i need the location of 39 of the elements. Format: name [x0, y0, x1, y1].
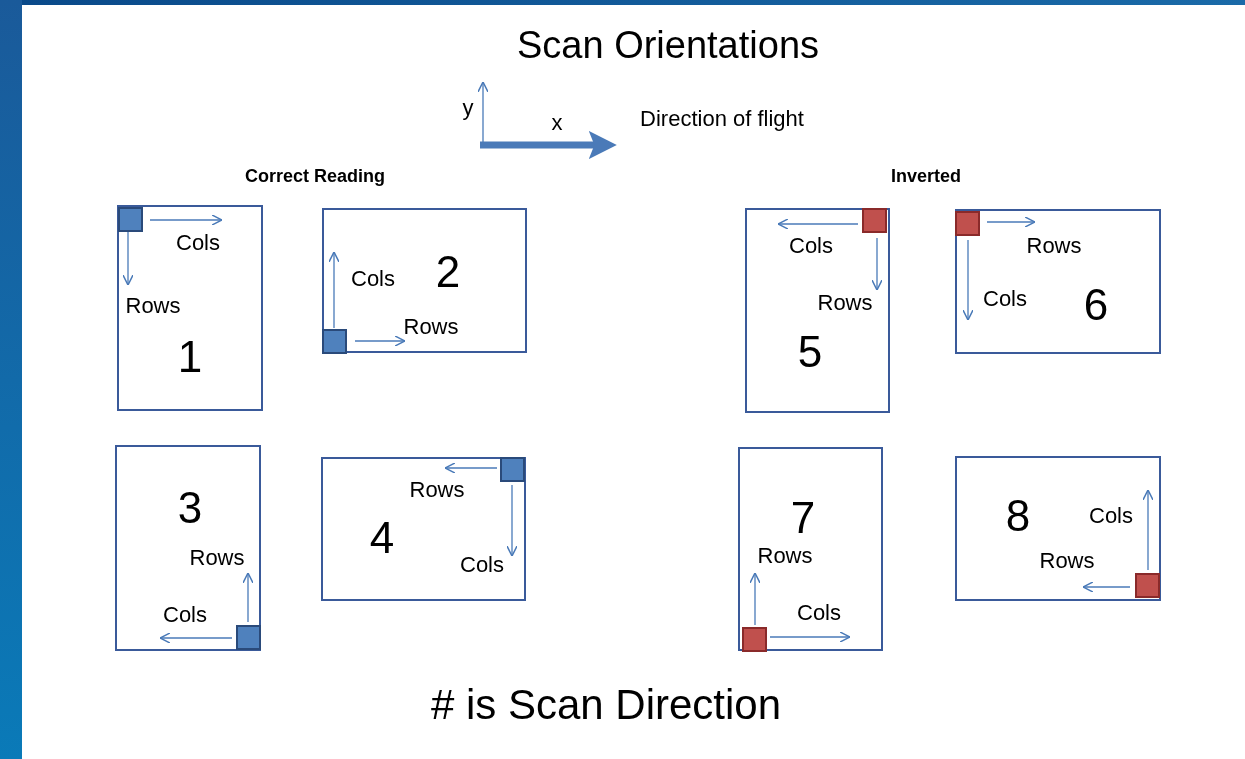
- section-heading: Inverted: [891, 167, 961, 185]
- scan-number: 6: [1083, 283, 1109, 327]
- axis-label: Cols: [797, 602, 841, 624]
- axis-label: Rows: [125, 295, 181, 317]
- scan-frame: [117, 205, 263, 411]
- axis-label: Rows: [1026, 235, 1082, 257]
- scan-frame: [955, 456, 1161, 601]
- axis-label: Cols: [351, 268, 395, 290]
- axis-label: Cols: [789, 235, 833, 257]
- axis-label: Rows: [817, 292, 873, 314]
- title: Scan Orientations: [516, 26, 820, 64]
- axis-label: Rows: [409, 479, 465, 501]
- scan-frame: [738, 447, 883, 651]
- axis-label: Rows: [757, 545, 813, 567]
- scan-frame: [321, 457, 526, 601]
- scan-frame: [322, 208, 527, 353]
- scan-number: 1: [177, 335, 203, 379]
- scan-frame: [745, 208, 890, 413]
- scan-number: 3: [177, 486, 203, 530]
- scan-number: 8: [1005, 494, 1031, 538]
- axis-label: Rows: [189, 547, 245, 569]
- axis-label: Cols: [176, 232, 220, 254]
- scan-number: 2: [435, 250, 461, 294]
- section-heading: Correct Reading: [245, 167, 385, 185]
- axis-label: x: [551, 112, 563, 134]
- axis-label: Cols: [460, 554, 504, 576]
- axis-label: Cols: [983, 288, 1027, 310]
- scan-number: 5: [797, 330, 823, 374]
- axis-label: y: [462, 97, 474, 119]
- scan-number: 7: [790, 496, 816, 540]
- caption: # is Scan Direction: [430, 684, 782, 726]
- scan-frame: [955, 209, 1161, 354]
- axis-label: Cols: [163, 604, 207, 626]
- direction-label: Direction of flight: [640, 108, 804, 130]
- axis-label: Rows: [403, 316, 459, 338]
- scan-number: 4: [369, 516, 395, 560]
- axis-label: Cols: [1089, 505, 1133, 527]
- axis-label: Rows: [1039, 550, 1095, 572]
- scan-frame: [115, 445, 261, 651]
